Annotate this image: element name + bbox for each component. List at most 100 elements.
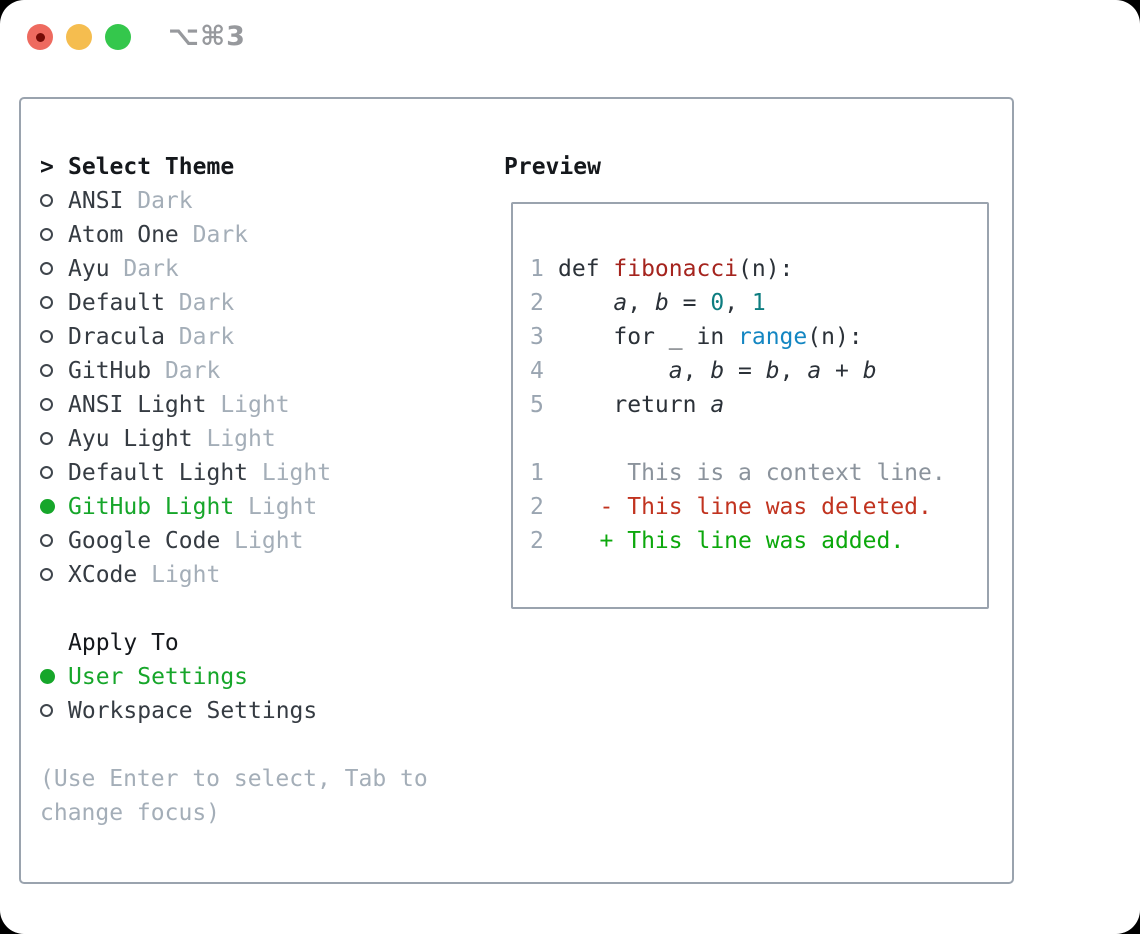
help-text: (Use Enter to select, Tab to change focus… (40, 762, 428, 830)
apply-to-header: Apply To (40, 626, 428, 660)
spacer (40, 592, 428, 626)
radio-icon (40, 534, 53, 547)
theme-name: Dracula (68, 324, 165, 350)
code-token-func: fibonacci (613, 256, 739, 282)
code-token-var: a (613, 290, 628, 316)
theme-option[interactable]: Ayu Light Light (40, 422, 428, 456)
theme-name: Default Light (68, 460, 249, 486)
theme-variant: Light (206, 392, 290, 418)
apply-to-name: User Settings (68, 664, 249, 690)
radio-marker (40, 286, 68, 320)
theme-option[interactable]: GitHub Light Light (40, 490, 428, 524)
radio-marker (40, 524, 68, 558)
radio-marker (40, 694, 68, 728)
theme-option[interactable]: ANSI Dark (40, 184, 428, 218)
theme-name: Atom One (68, 222, 179, 248)
code-line: 1 def fibonacci(n): (530, 252, 987, 286)
theme-option[interactable]: Atom One Dark (40, 218, 428, 252)
radio-icon (40, 704, 53, 717)
theme-option[interactable]: Dracula Dark (40, 320, 428, 354)
code-token-var: b (654, 290, 669, 316)
code-token-code: (n): (738, 256, 794, 282)
theme-variant: Dark (109, 256, 179, 282)
code-token-code: , (682, 358, 711, 384)
apply-to-option[interactable]: Workspace Settings (40, 694, 428, 728)
theme-name: ANSI (68, 188, 124, 214)
theme-variant: Light (192, 426, 276, 452)
radio-icon (40, 296, 53, 309)
line-number: 2 (530, 290, 544, 316)
code-token-number: 1 (751, 290, 766, 316)
code-token-deleted: - This line was deleted. (558, 494, 932, 520)
code-token-code: return (558, 392, 711, 418)
apply-to-option[interactable]: User Settings (40, 660, 428, 694)
code-line: 4 a, b = b, a + b (530, 354, 987, 388)
zoom-button[interactable] (105, 24, 131, 50)
line-number: 2 (530, 494, 544, 520)
radio-icon (40, 330, 53, 343)
code-token-code (558, 290, 613, 316)
theme-option[interactable]: GitHub Dark (40, 354, 428, 388)
select-theme-title: Select Theme (68, 154, 235, 180)
radio-marker (40, 490, 68, 524)
code-line (530, 422, 987, 456)
theme-option[interactable]: Ayu Dark (40, 252, 428, 286)
radio-icon (40, 262, 53, 275)
code-token-code: , (627, 290, 655, 316)
code-token-context: This is a context line. (558, 460, 946, 486)
code-token-number: 0 (710, 290, 725, 316)
apply-to-title: Apply To (68, 630, 179, 656)
theme-name: Default (68, 290, 165, 316)
help-line: change focus) (40, 800, 221, 826)
radio-marker (40, 388, 68, 422)
code-token-code: , (779, 358, 808, 384)
radio-marker (40, 252, 68, 286)
close-button[interactable] (27, 24, 53, 50)
theme-name: GitHub (68, 358, 152, 384)
theme-option[interactable]: Default Light Light (40, 456, 428, 490)
spacer (40, 728, 428, 762)
line-number: 2 (530, 528, 544, 554)
radio-selected-icon (40, 499, 55, 514)
minimize-button[interactable] (66, 24, 92, 50)
code-token-var: a (668, 358, 683, 384)
line-number: 1 (530, 256, 544, 282)
radio-marker (40, 320, 68, 354)
theme-variant: Light (137, 562, 221, 588)
theme-option[interactable]: Google Code Light (40, 524, 428, 558)
radio-icon (40, 364, 53, 377)
window-title: ⌥⌘3 (168, 21, 246, 52)
apply-to-name: Workspace Settings (68, 698, 318, 724)
theme-name: Google Code (68, 528, 221, 554)
code-token-added: + This line was added. (558, 528, 905, 554)
code-token-var: a (807, 358, 822, 384)
help-line: (Use Enter to select, Tab to (40, 766, 428, 792)
line-number: 4 (530, 358, 544, 384)
radio-marker (40, 422, 68, 456)
theme-variant: Light (248, 460, 332, 486)
radio-icon (40, 228, 53, 241)
radio-icon (40, 466, 53, 479)
code-token-var: b (862, 358, 877, 384)
code-line: 2 a, b = 0, 1 (530, 286, 987, 320)
radio-selected-icon (40, 669, 55, 684)
theme-option[interactable]: XCode Light (40, 558, 428, 592)
theme-name: Ayu Light (68, 426, 193, 452)
radio-marker (40, 354, 68, 388)
theme-option[interactable]: ANSI Light Light (40, 388, 428, 422)
line-number: 3 (530, 324, 544, 350)
code-token-var: b (765, 358, 780, 384)
code-token-var: b (710, 358, 725, 384)
code-token-code: def (558, 256, 614, 282)
theme-variant: Dark (151, 358, 221, 384)
theme-option[interactable]: Default Dark (40, 286, 428, 320)
code-token-code: = (668, 290, 711, 316)
radio-icon (40, 568, 53, 581)
